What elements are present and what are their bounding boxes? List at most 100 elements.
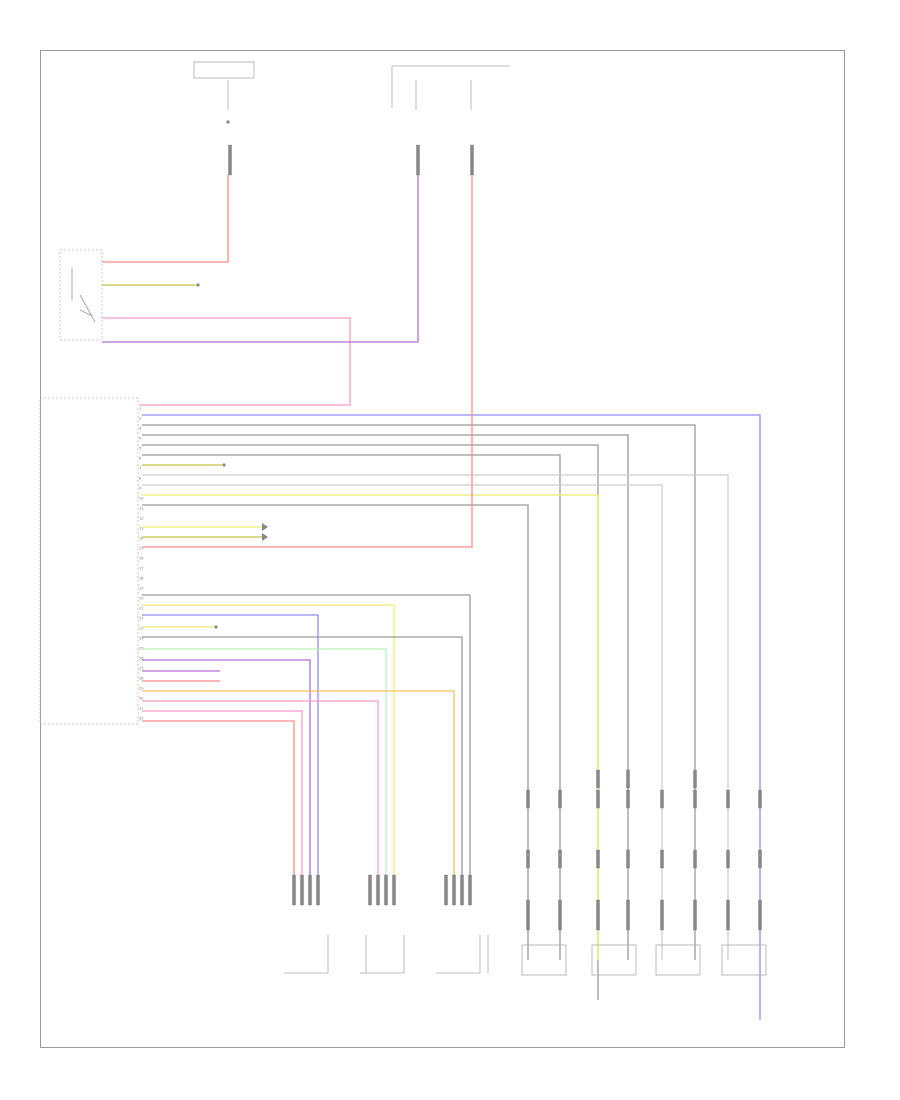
module-pin-number: 10 — [139, 497, 144, 501]
module-pin-number: 32 — [139, 717, 144, 721]
diagram-frame — [40, 50, 845, 1048]
module-pin-number: 7 — [139, 467, 141, 471]
wire-pin-15 — [142, 175, 473, 548]
wire-pin-31 — [142, 710, 303, 880]
wire-pin-20 — [142, 594, 471, 880]
wire-pin-11 — [142, 504, 529, 960]
speaker-connector — [452, 874, 456, 906]
relay-ground-node — [196, 283, 200, 287]
tweeter-connector-upper — [693, 789, 697, 809]
module-pin-number: 6 — [139, 457, 142, 461]
tweeter-connector-lower — [526, 899, 530, 931]
fuse-connector-left — [228, 144, 232, 176]
tweeter-connector-lower — [660, 899, 664, 931]
wire-relay-supply — [102, 175, 229, 263]
module-pin-number: 21 — [139, 607, 144, 611]
tweeter-connector-mid — [626, 849, 630, 869]
module-pin-number: 12 — [139, 517, 144, 521]
fuse-connector-mid — [416, 144, 420, 176]
tweeter-box — [721, 944, 767, 976]
tweeter-connector-lower — [626, 899, 630, 931]
tweeter-connector-mid — [758, 849, 762, 869]
tweeter-box — [655, 944, 701, 976]
speaker-connector — [444, 874, 448, 906]
tweeter-connector-top — [596, 769, 600, 789]
speaker-connector — [384, 874, 388, 906]
speaker-connector — [316, 874, 320, 906]
speaker-connector — [460, 874, 464, 906]
module-pin-number: 8 — [139, 477, 142, 481]
speaker-housing — [436, 935, 481, 974]
tweeter-box — [521, 944, 567, 976]
tweeter-connector-upper — [596, 789, 600, 809]
tweeter-connector-upper — [626, 789, 630, 809]
wire-pin-22 — [142, 614, 319, 880]
module-pin-number: 22 — [139, 617, 144, 621]
fuse-box-mid — [391, 65, 510, 108]
tweeter-connector-top — [693, 769, 697, 789]
module-pin-number: 18 — [139, 577, 144, 581]
module-pin-number: 19 — [139, 587, 144, 591]
speaker-connector — [308, 874, 312, 906]
tweeter-connector-mid — [660, 849, 664, 869]
wire-relay-feed — [102, 175, 419, 343]
speaker-connector — [392, 874, 396, 906]
tweeter-box — [591, 944, 637, 976]
module-pin-number: 9 — [139, 487, 142, 491]
speaker-connector — [376, 874, 380, 906]
wire-pin-24 — [142, 636, 463, 880]
wire-pin-2 — [142, 414, 761, 1020]
fuse-box-left — [193, 61, 255, 79]
wire-relay-output — [102, 317, 351, 406]
tweeter-connector-upper — [660, 789, 664, 809]
tweeter-connector-upper — [558, 789, 562, 809]
speaker-connector — [300, 874, 304, 906]
tweeter-connector-mid — [526, 849, 530, 869]
module-pin-number: 2 — [139, 417, 141, 421]
module-pin-number: 17 — [139, 567, 144, 571]
module-pin-number: 23 — [139, 627, 144, 631]
relay-switch — [79, 294, 96, 323]
module-pin-number: 4 — [139, 437, 142, 441]
module-pin-number: 26 — [139, 657, 144, 661]
tweeter-connector-lower — [596, 899, 600, 931]
tweeter-connector-top — [626, 769, 630, 789]
wire-pin-8 — [142, 474, 729, 960]
module-pin-number: 15 — [139, 547, 144, 551]
module-pin-number: 28 — [139, 677, 144, 681]
arrow-pin-14 — [262, 533, 268, 541]
wire-pin-21 — [142, 604, 395, 880]
module-pin-number: 30 — [139, 697, 144, 701]
speaker-housing — [360, 935, 405, 974]
tweeter-connector-lower — [726, 899, 730, 931]
arrow-pin-13 — [262, 523, 268, 531]
module-pin-number: 1 — [139, 407, 141, 411]
wire-pin-6 — [142, 454, 561, 960]
relay-contact — [79, 309, 93, 317]
tweeter-connector-mid — [726, 849, 730, 869]
module-pin-number: 11 — [139, 507, 144, 511]
speaker-connector — [368, 874, 372, 906]
module-pin-number: 25 — [139, 647, 144, 651]
module-pin-number: 3 — [139, 427, 141, 431]
module-pin-number: 24 — [139, 637, 144, 641]
speaker-housing — [284, 935, 329, 974]
tweeter-connector-lower — [758, 899, 762, 931]
fuse-node-left — [226, 120, 230, 124]
relay-box — [59, 249, 103, 341]
wire-pin-32 — [142, 720, 295, 880]
fuse-connector-right — [470, 144, 474, 176]
tweeter-connector-lower — [693, 899, 697, 931]
pin-7-node — [222, 463, 226, 467]
tweeter-connector-mid — [596, 849, 600, 869]
tweeter-connector-upper — [726, 789, 730, 809]
module-pin-number: 31 — [139, 707, 144, 711]
module-pin-number: 5 — [139, 447, 141, 451]
wire-pin-30 — [142, 700, 379, 880]
module-pin-number: 14 — [139, 537, 144, 541]
pin-23-node — [214, 625, 218, 629]
wire-pin-26 — [142, 659, 311, 880]
module-pin-number: 29 — [139, 687, 144, 691]
module-pin-number: 20 — [139, 597, 144, 601]
